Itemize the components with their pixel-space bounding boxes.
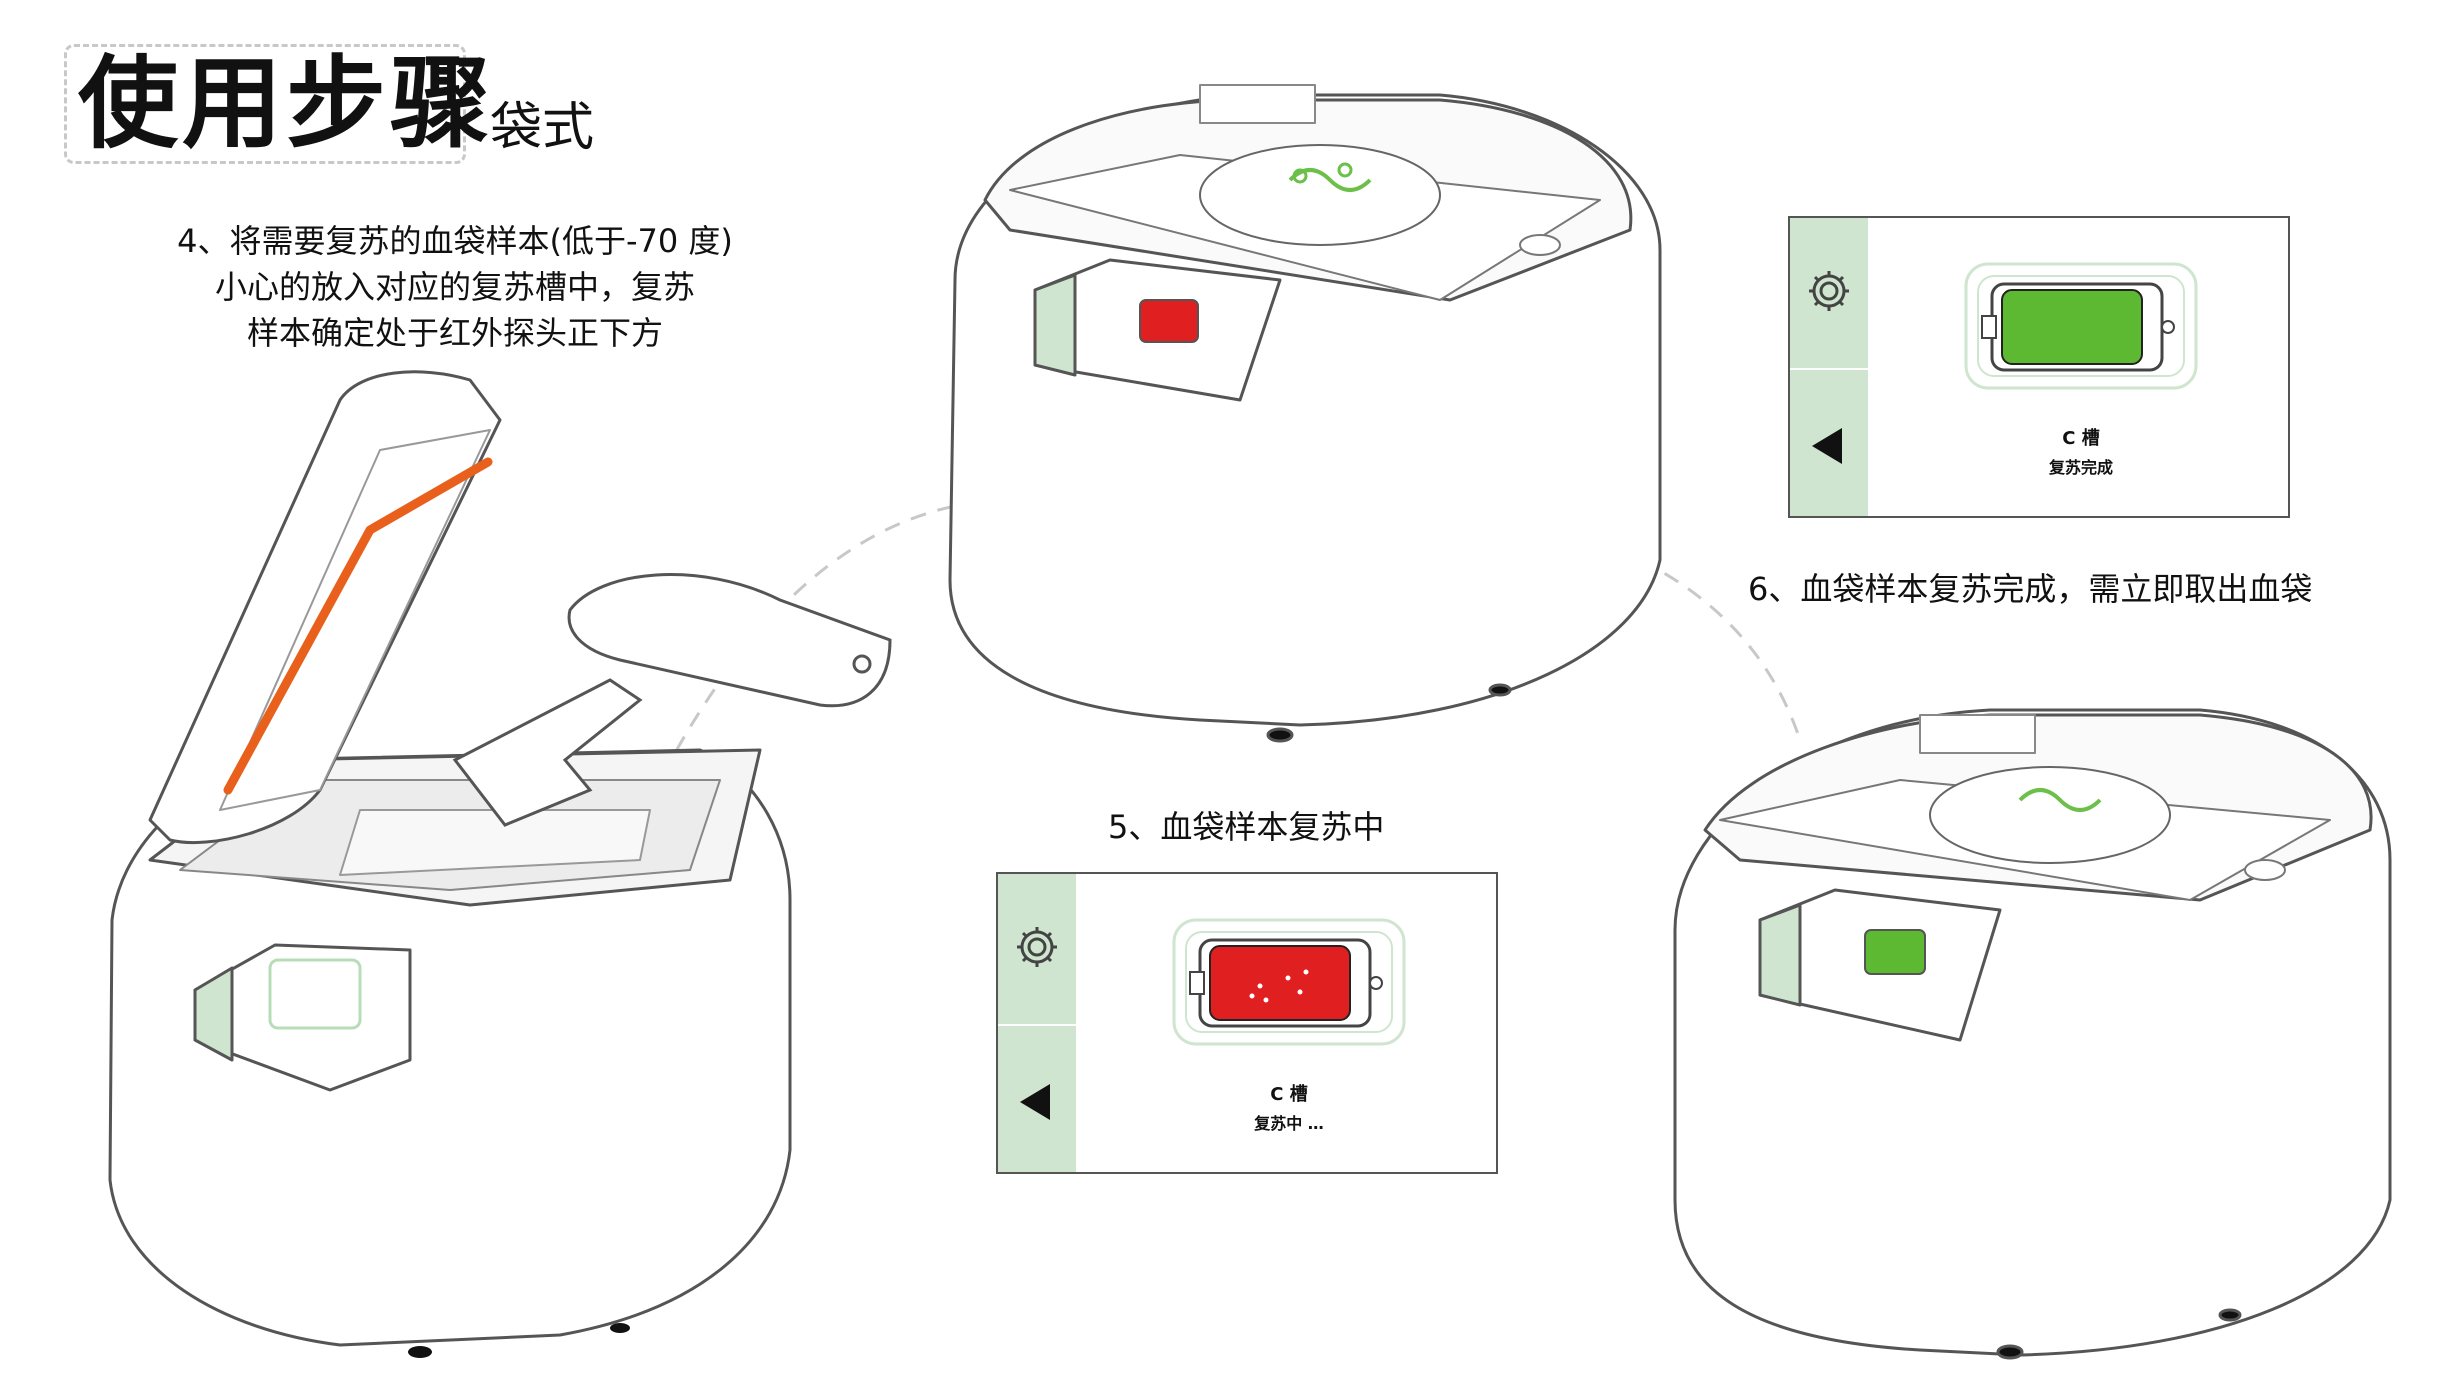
status-text: 复苏完成 [2048, 458, 2113, 477]
panel-sidebar [998, 874, 1076, 1172]
page-title: 使用步骤 [78, 45, 494, 162]
step4-caption: 4、将需要复苏的血袋样本(低于-70 度) 小心的放入对应的复苏槽中，复苏 样本… [170, 218, 740, 356]
step4-line2: 小心的放入对应的复苏槽中，复苏 [214, 268, 695, 306]
sidebar-divider [1790, 368, 1868, 370]
screen-panel-done: C 槽 复苏完成 [1788, 216, 2290, 518]
logo-mark [2018, 788, 2102, 812]
title-frame [64, 44, 466, 164]
blood-bag-icon [1964, 262, 2198, 390]
step5-caption: 5、血袋样本复苏中 [1108, 808, 1385, 846]
blood-bag-illustration [452, 573, 892, 827]
gear-icon[interactable] [1806, 268, 1852, 314]
step4-line1: 4、将需要复苏的血袋样本(低于-70 度) [177, 222, 733, 260]
back-arrow-icon[interactable] [1812, 428, 1842, 464]
logo-mark [1288, 168, 1372, 192]
screen-panel-thawing: C 槽 复苏中 … [996, 872, 1498, 1174]
panel-sidebar [1790, 218, 1868, 516]
dashed-path [648, 503, 961, 801]
device-thawing [948, 84, 1662, 743]
sidebar-divider [998, 1024, 1076, 1026]
page-subtitle: 袋式 [490, 98, 595, 158]
status-text: 复苏中 … [1254, 1114, 1324, 1133]
device-open-lid [108, 370, 792, 1347]
device-done [1673, 708, 2392, 1360]
slot-label: C 槽 [1270, 1084, 1308, 1105]
dashed-path-right [1639, 558, 1802, 741]
gear-icon[interactable] [1014, 924, 1060, 970]
slot-label: C 槽 [2062, 428, 2100, 449]
step6-caption: 6、血袋样本复苏完成，需立即取出血袋 [1748, 570, 2313, 608]
heater-strip [223, 457, 493, 795]
blood-bag-icon [1172, 918, 1406, 1046]
back-arrow-icon[interactable] [1020, 1084, 1050, 1120]
step4-line3: 样本确定处于红外探头正下方 [246, 314, 663, 352]
